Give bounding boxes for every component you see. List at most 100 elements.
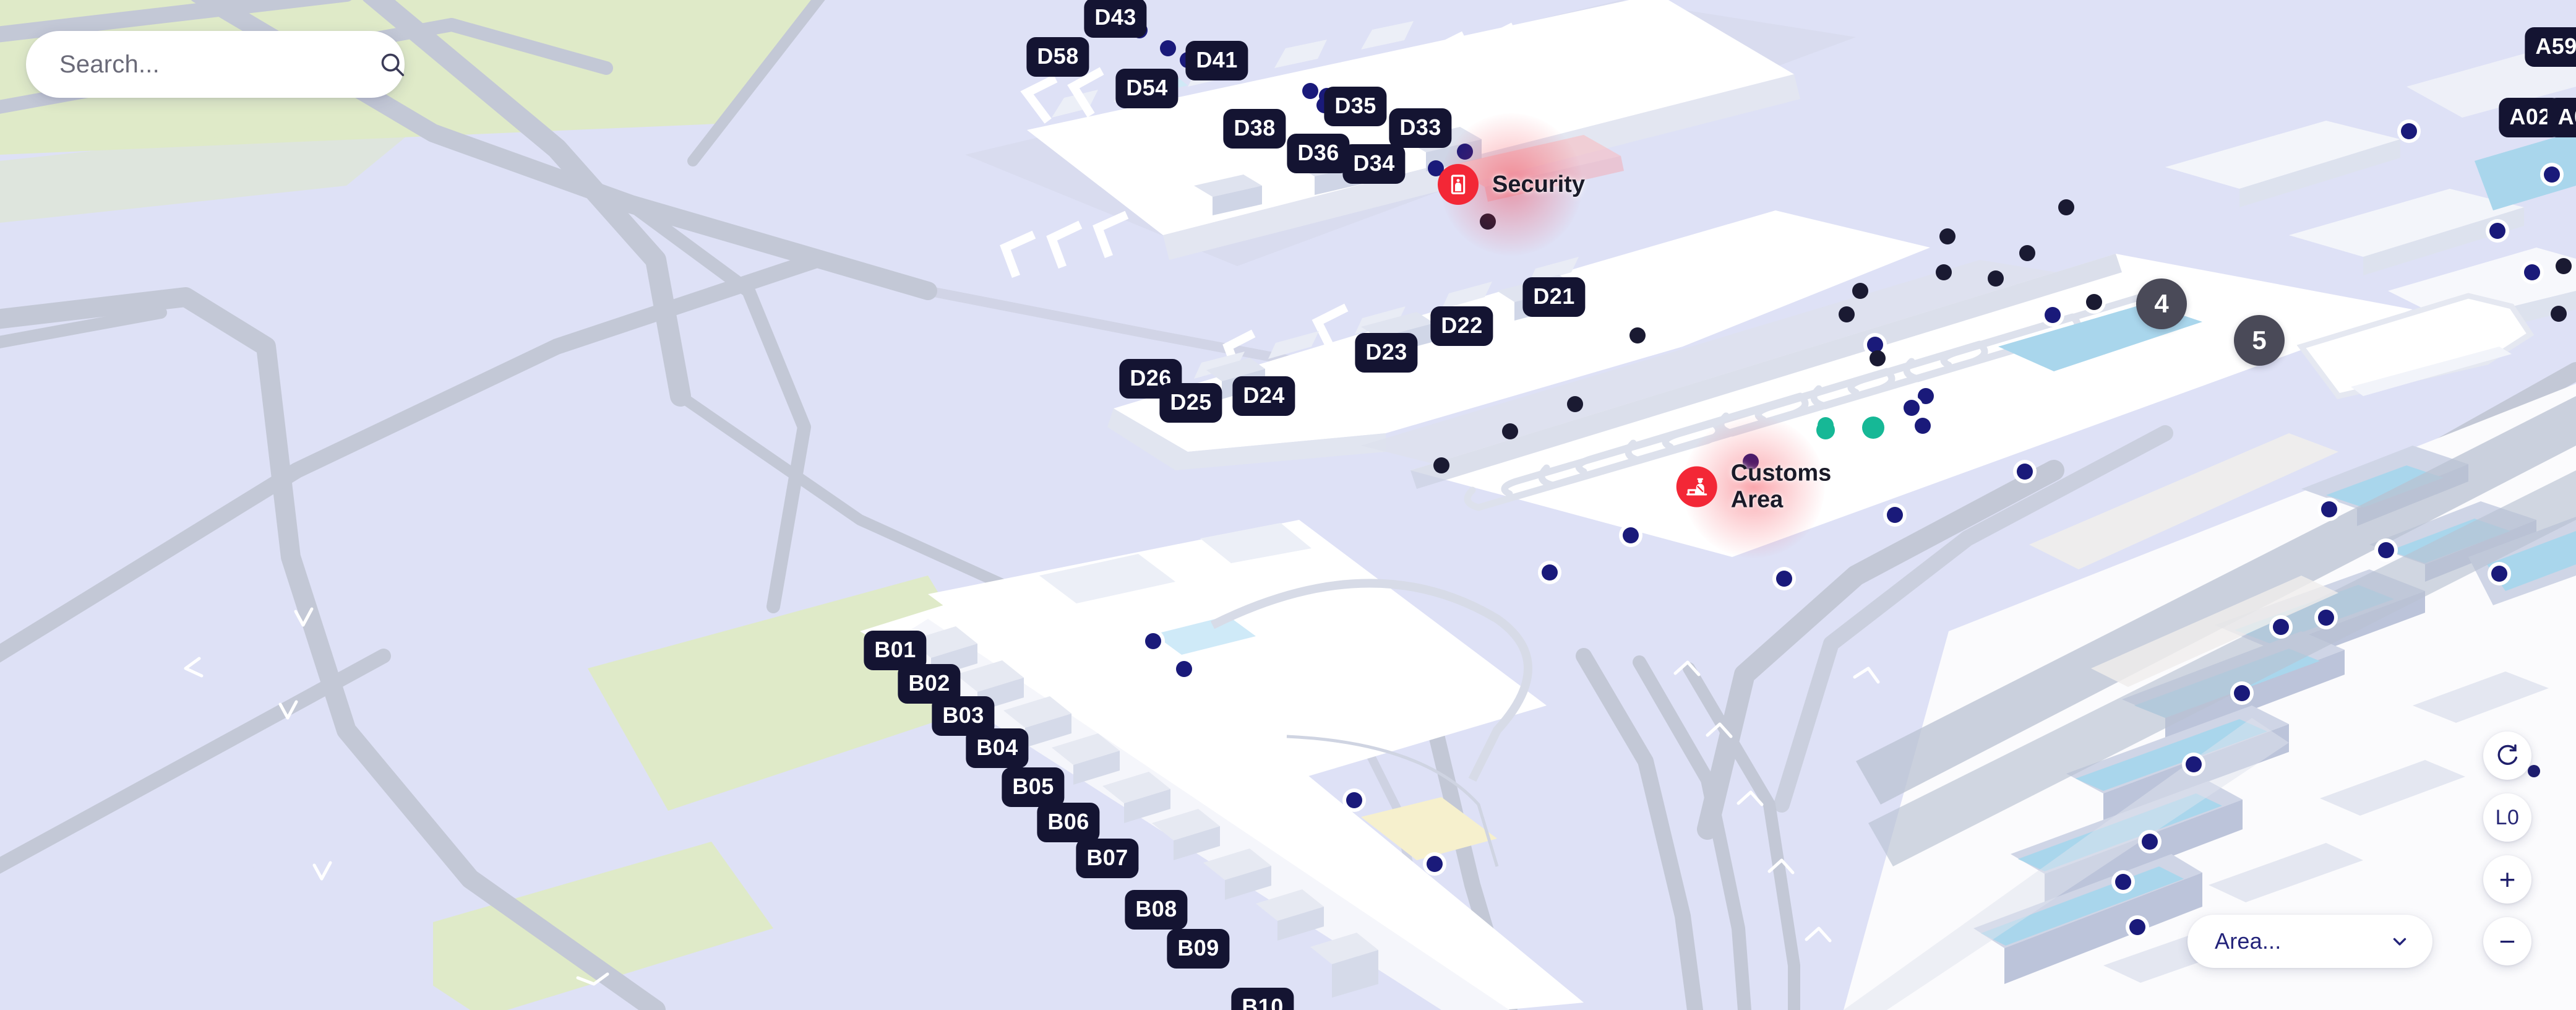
map-poi-dot[interactable] — [2019, 245, 2035, 261]
poi-security[interactable]: Security — [1438, 113, 1585, 256]
map-poi-dot[interactable] — [1862, 417, 1884, 439]
rotate-compass-button[interactable] — [2483, 732, 2540, 780]
map-poi-dot[interactable] — [2321, 501, 2337, 517]
gate-label-b07[interactable]: B07 — [1076, 839, 1139, 878]
map-poi-dot[interactable] — [2524, 264, 2540, 280]
map-poi-dot[interactable] — [2491, 566, 2507, 582]
gate-label-a0[interactable]: A0 — [2547, 98, 2576, 137]
map-poi-dot[interactable] — [1480, 214, 1496, 230]
search-input[interactable] — [59, 50, 378, 79]
map-poi-dot[interactable] — [2058, 199, 2074, 215]
map-poi-dot[interactable] — [2556, 258, 2572, 274]
map-poi-dot[interactable] — [1936, 264, 1952, 280]
map-poi-dot[interactable] — [1988, 270, 2004, 287]
map-poi-dot[interactable] — [2045, 307, 2061, 323]
gate-label-b10[interactable]: B10 — [1231, 988, 1294, 1010]
map-poi-dot[interactable] — [2551, 306, 2567, 322]
map-poi-dot[interactable] — [1839, 306, 1855, 322]
map-poi-dot[interactable] — [1346, 792, 1362, 808]
map-poi-dot[interactable] — [1567, 396, 1583, 412]
gate-label-d25[interactable]: D25 — [1159, 383, 1222, 423]
map-poi-dot[interactable] — [1918, 388, 1934, 404]
map-poi-dot[interactable] — [1867, 337, 1883, 353]
gate-label-d54[interactable]: D54 — [1115, 69, 1179, 108]
map-poi-dot[interactable] — [2401, 123, 2417, 139]
search-icon[interactable] — [378, 50, 406, 79]
map-poi-dot[interactable] — [2115, 874, 2131, 890]
map-poi-dot[interactable] — [1502, 423, 1518, 439]
gate-label-d21[interactable]: D21 — [1522, 277, 1586, 317]
map-poi-dot[interactable] — [1160, 40, 1176, 56]
gate-label-b06[interactable]: B06 — [1037, 803, 1100, 842]
map-poi-dot[interactable] — [2273, 619, 2289, 635]
map-poi-dot[interactable] — [2489, 223, 2505, 239]
map-poi-dot[interactable] — [1939, 228, 1956, 244]
gate-label-d43[interactable]: D43 — [1084, 0, 1147, 38]
gate-label-d35[interactable]: D35 — [1324, 87, 1387, 126]
rotate-compass-icon — [2497, 744, 2518, 765]
search-bar[interactable] — [26, 31, 405, 98]
gate-label-d33[interactable]: D33 — [1389, 108, 1452, 148]
map-poi-dot[interactable] — [2234, 685, 2250, 701]
map-poi-dot[interactable] — [1145, 633, 1161, 649]
gate-label-b08[interactable]: B08 — [1125, 890, 1188, 930]
gate-label-b09[interactable]: B09 — [1167, 929, 1230, 969]
security-zone — [1448, 135, 1624, 202]
map-poi-dot[interactable] — [1818, 417, 1834, 433]
map-poi-dot[interactable] — [1743, 454, 1759, 470]
map-poi-dot[interactable] — [1629, 327, 1646, 343]
map-poi-dot[interactable] — [1427, 856, 1443, 872]
satellite-structure — [2296, 293, 2535, 400]
gate-label-d38[interactable]: D38 — [1223, 109, 1286, 149]
zoom-in-button[interactable]: + — [2483, 855, 2531, 904]
map-poi-dot[interactable] — [2544, 166, 2560, 183]
poi-label: Security — [1492, 171, 1585, 197]
customs-officer-icon[interactable] — [1676, 466, 1717, 507]
map-poi-dot[interactable] — [1457, 144, 1473, 160]
map-poi-dot[interactable] — [2086, 294, 2102, 310]
marker-cluster-badge[interactable]: 5 — [2234, 315, 2285, 366]
plus-icon: + — [2499, 863, 2516, 896]
map-poi-dot[interactable] — [2017, 464, 2033, 480]
gate-label-d58[interactable]: D58 — [1026, 37, 1089, 77]
area-selector[interactable]: Area... — [2187, 915, 2432, 968]
gate-label-b05[interactable]: B05 — [1002, 767, 1065, 807]
map-poi-dot[interactable] — [2129, 919, 2145, 935]
map-poi-dot[interactable] — [1870, 350, 1886, 366]
gate-label-d34[interactable]: D34 — [1342, 144, 1406, 184]
map-poi-dot[interactable] — [1176, 661, 1192, 677]
security-scanner-icon[interactable] — [1438, 164, 1479, 205]
map-poi-dot[interactable] — [2142, 834, 2158, 850]
area-selector-value: Area... — [2215, 928, 2282, 954]
level-selector-button[interactable]: L0 — [2483, 793, 2531, 842]
marker-cluster-badge[interactable]: 4 — [2136, 278, 2187, 329]
level-label: L0 — [2495, 805, 2520, 829]
map-poi-dot[interactable] — [1542, 564, 1558, 581]
ground-bottom-left — [0, 823, 470, 1010]
compass-north-dot — [2528, 765, 2540, 777]
map-poi-dot[interactable] — [1887, 507, 1903, 523]
gate-label-d24[interactable]: D24 — [1232, 376, 1295, 416]
map-poi-dot[interactable] — [1904, 400, 1920, 416]
gate-label-b04[interactable]: B04 — [966, 728, 1029, 768]
gate-label-d23[interactable]: D23 — [1355, 333, 1418, 373]
map-poi-dot[interactable] — [1852, 283, 1868, 299]
map-poi-dot[interactable] — [2378, 542, 2394, 558]
map-poi-dot[interactable] — [2186, 756, 2202, 772]
map-poi-dot[interactable] — [2318, 610, 2334, 626]
gate-label-a59[interactable]: A59 — [2525, 27, 2576, 67]
gate-label-d36[interactable]: D36 — [1287, 134, 1350, 173]
map-poi-dot[interactable] — [1915, 418, 1931, 434]
map-poi-dot[interactable] — [1433, 457, 1449, 473]
map-poi-dot[interactable] — [1776, 571, 1792, 587]
chevron-down-icon — [2393, 938, 2406, 946]
map-poi-dot[interactable] — [1302, 83, 1318, 99]
gate-label-d22[interactable]: D22 — [1430, 306, 1493, 346]
map-poi-dot[interactable] — [1623, 527, 1639, 543]
gate-label-d41[interactable]: D41 — [1185, 41, 1248, 80]
poi-label: Customs Area — [1730, 460, 1832, 512]
runway-bands — [1844, 718, 2289, 1010]
gate-label-b01[interactable]: B01 — [864, 631, 927, 670]
poi-customs-area[interactable]: Customs Area — [1676, 415, 1832, 558]
zoom-out-button[interactable]: − — [2483, 917, 2531, 965]
